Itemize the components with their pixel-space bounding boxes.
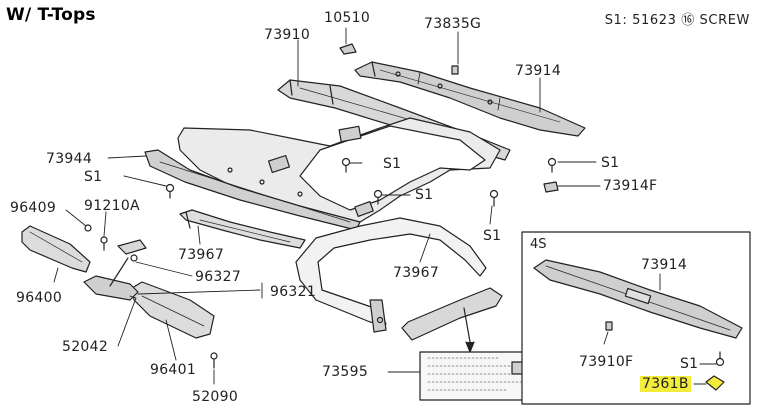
sun-visor-96401 bbox=[131, 281, 215, 339]
label-73914: 73914 bbox=[515, 63, 562, 79]
inset-label-7361b: 7361B bbox=[640, 376, 691, 392]
trim-panel-73595 bbox=[401, 287, 537, 401]
frame-73967-lower bbox=[295, 217, 487, 333]
diagram-title: W/ T-Tops bbox=[6, 5, 96, 25]
label-73944: 73944 bbox=[46, 151, 93, 167]
inset-4s bbox=[521, 231, 751, 405]
rear-view-mirror bbox=[83, 239, 147, 301]
leader-lines bbox=[53, 27, 601, 385]
inset-label-s1: S1 bbox=[680, 356, 699, 372]
roof-frame bbox=[177, 117, 501, 223]
label-73967-lower: 73967 bbox=[393, 265, 440, 281]
weatherstrip-73914 bbox=[354, 61, 586, 137]
label-s1-right-b: S1 bbox=[483, 228, 502, 244]
label-10510: 10510 bbox=[324, 10, 371, 26]
label-s1-right-a: S1 bbox=[601, 155, 620, 171]
label-73910: 73910 bbox=[264, 27, 311, 43]
label-s1-mid-a: S1 bbox=[383, 156, 402, 172]
label-96400: 96400 bbox=[16, 290, 63, 306]
label-s1-left: S1 bbox=[84, 169, 103, 185]
screw-note: S1: 51623 ⑯ SCREW bbox=[604, 13, 750, 28]
inset-label-73914: 73914 bbox=[641, 257, 688, 273]
label-96409: 96409 bbox=[10, 200, 57, 216]
label-96327: 96327 bbox=[195, 269, 242, 285]
label-96321: 96321 bbox=[270, 284, 317, 300]
label-73967-upper: 73967 bbox=[178, 247, 225, 263]
inset-label-73910f: 73910F bbox=[579, 354, 634, 370]
sun-visor-96400 bbox=[21, 225, 91, 273]
label-73835g: 73835G bbox=[424, 16, 482, 32]
fasteners bbox=[84, 43, 559, 369]
label-91210a: 91210A bbox=[84, 198, 140, 214]
label-s1-mid-b: S1 bbox=[415, 187, 434, 203]
label-96401: 96401 bbox=[150, 362, 197, 378]
label-52090: 52090 bbox=[192, 389, 239, 405]
label-52042: 52042 bbox=[62, 339, 109, 355]
label-73914f: 73914F bbox=[603, 178, 658, 194]
label-73595: 73595 bbox=[322, 364, 369, 380]
inset-tag-4s: 4S bbox=[530, 237, 547, 252]
rail-73967-upper bbox=[179, 209, 306, 249]
